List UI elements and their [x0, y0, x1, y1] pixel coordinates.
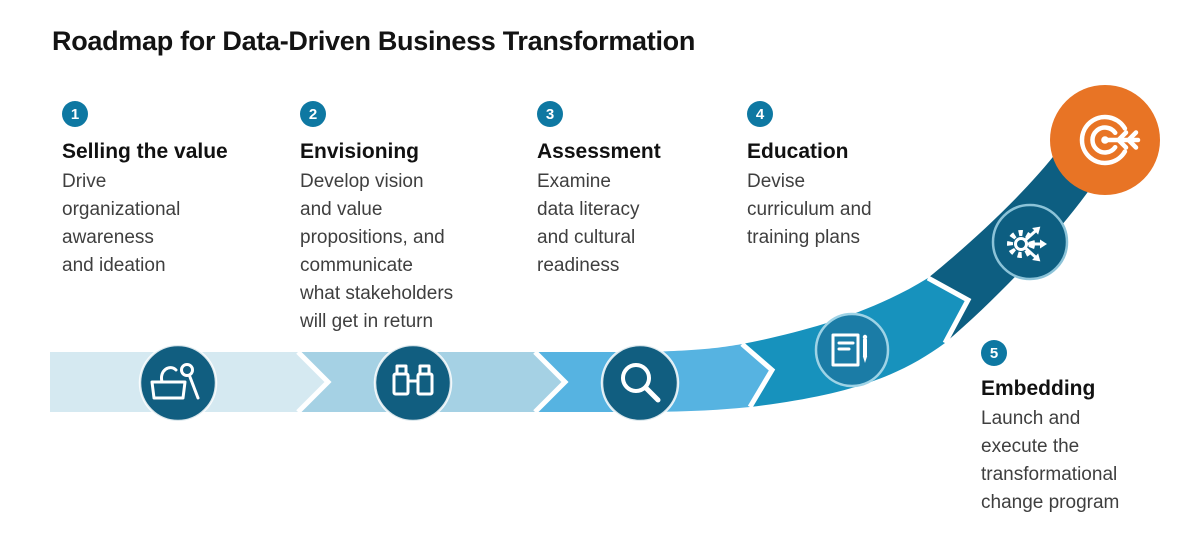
- chevron-divider-1: [296, 350, 332, 414]
- step-4-heading: Education: [747, 140, 849, 163]
- step-2-heading: Envisioning: [300, 140, 420, 163]
- step-2-description: Develop vision and value propositions, a…: [300, 171, 454, 332]
- step-4-description: Devise curriculum and training plans: [747, 171, 872, 248]
- gear-arrows-icon: [991, 203, 1069, 281]
- step-3-heading: Assessment: [537, 140, 661, 163]
- target-arrow-icon: [1050, 85, 1160, 195]
- step-5-description: Launch and execute the transformational …: [981, 408, 1120, 513]
- magnifying-glass-icon: [600, 343, 680, 423]
- step-5-number-badge: 5: [981, 340, 1007, 366]
- step-5-heading: Embedding: [981, 377, 1096, 400]
- chevron-divider-3: [740, 342, 776, 409]
- step-3-description: Examine data literacy and cultural readi…: [537, 171, 640, 276]
- chevron-divider-2: [533, 350, 569, 414]
- step-1-heading: Selling the value: [62, 140, 228, 163]
- page-title: Roadmap for Data-Driven Business Transfo…: [52, 26, 696, 56]
- presenter-lectern-icon: [138, 343, 218, 423]
- binoculars-icon: [373, 343, 453, 423]
- step-3-number-badge: 3: [537, 101, 563, 127]
- notebook-pencil-icon: [814, 312, 890, 388]
- step-1-number-badge: 1: [62, 101, 88, 127]
- step-2-number-badge: 2: [300, 101, 326, 127]
- step-4-number-badge: 4: [747, 101, 773, 127]
- chevron-divider-4: [926, 275, 972, 345]
- step-1-description: Drive organizational awareness and ideat…: [62, 171, 181, 276]
